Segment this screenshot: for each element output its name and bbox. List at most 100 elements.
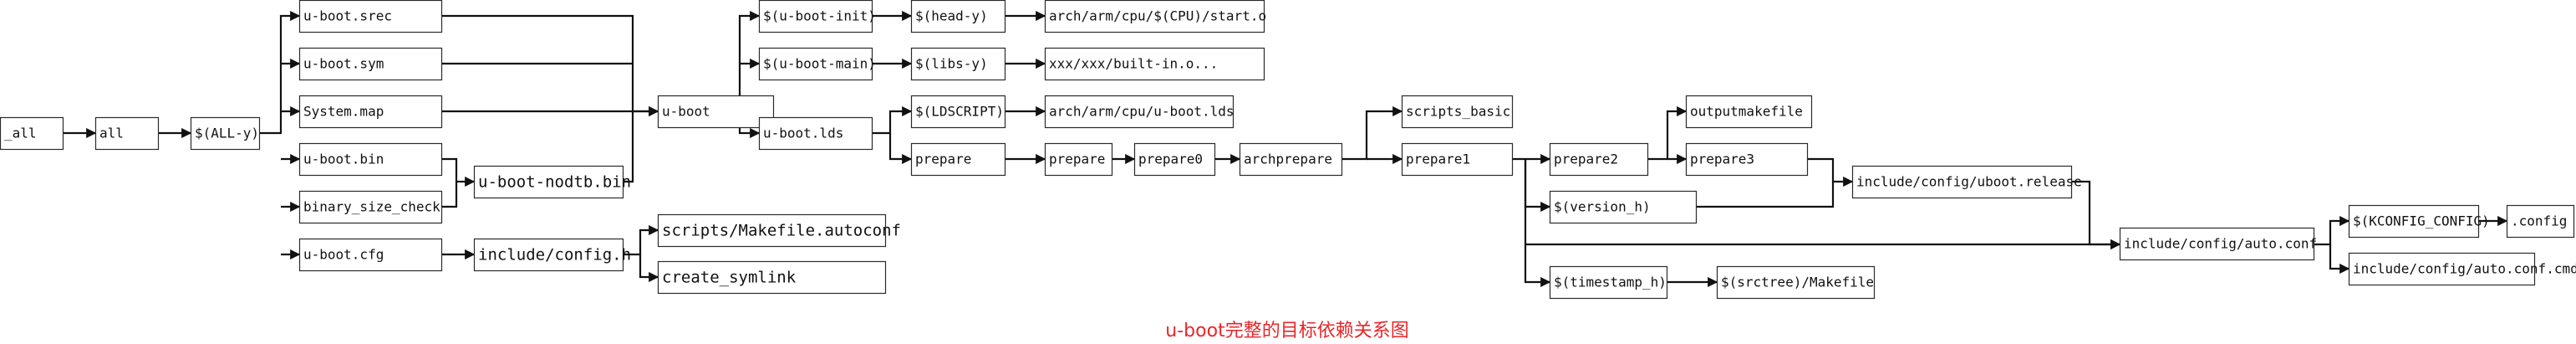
node-box xyxy=(657,213,887,248)
edge-44 xyxy=(2329,244,2350,275)
node-box xyxy=(298,95,443,129)
node-bsc: binary_size_check xyxy=(298,190,443,224)
node-label: outputmakefile xyxy=(1690,104,1803,120)
node-box xyxy=(1716,265,1876,300)
node-label: all xyxy=(99,126,124,141)
node-box xyxy=(190,116,261,151)
node-box xyxy=(758,116,873,151)
node-label: _all xyxy=(4,126,37,141)
edge-24 xyxy=(888,133,913,165)
node-box xyxy=(1549,142,1649,177)
node-starto: arch/arm/cpu/$(CPU)/start.o xyxy=(1044,0,1266,33)
node-box xyxy=(1549,265,1668,300)
node-box xyxy=(2348,252,2536,286)
node-label: binary_size_check xyxy=(303,199,440,215)
node-label: prepare xyxy=(1049,151,1105,167)
node-nodtb: u-boot-nodtb.bin xyxy=(473,165,631,199)
edge-43 xyxy=(2314,215,2350,246)
node-label: include/config.h xyxy=(478,246,631,264)
node-box xyxy=(473,165,624,199)
node-box xyxy=(1401,95,1514,129)
node-builtin: xxx/xxx/built-in.o... xyxy=(1044,47,1265,81)
node-kconfig: $(KCONFIG_CONFIG) xyxy=(2348,204,2490,239)
node-label: $(libs-y) xyxy=(915,56,988,72)
node-label: u-boot.srec xyxy=(303,8,392,24)
node-prepare0: prepare0 xyxy=(1133,142,1216,177)
node-box xyxy=(1044,0,1265,33)
node-label: u-boot.sym xyxy=(303,56,384,72)
node-box xyxy=(2119,227,2315,261)
node-all_: _all xyxy=(0,116,64,151)
node-box xyxy=(0,116,64,151)
node-all: all xyxy=(94,116,160,151)
node-main: $(u-boot-main) xyxy=(758,47,876,81)
node-prepare_b: prepare xyxy=(1044,142,1113,177)
node-sym: u-boot.sym xyxy=(298,47,443,81)
edge-34 xyxy=(1524,159,1551,213)
edge-23 xyxy=(872,105,913,135)
edge-16 xyxy=(639,254,659,283)
node-label: $(u-boot-init) xyxy=(763,8,876,24)
node-label: System.map xyxy=(303,104,384,120)
node-box xyxy=(2348,204,2480,239)
node-autoconf: scripts/Makefile.autoconf xyxy=(657,213,901,248)
node-autoconfcmd: include/config/auto.conf.cmd xyxy=(2348,252,2576,286)
node-uboot: u-boot xyxy=(657,95,775,129)
node-box xyxy=(910,142,1006,177)
node-label: $(timestamp_h) xyxy=(1554,275,1667,290)
node-label: scripts_basic xyxy=(1406,104,1510,120)
node-box xyxy=(1239,142,1343,177)
edge-41 xyxy=(1696,182,1835,208)
node-symlink: create_symlink xyxy=(657,260,887,295)
edge-35 xyxy=(1524,159,1551,288)
node-box xyxy=(910,0,1006,33)
node-box xyxy=(473,238,624,272)
dependency-edges xyxy=(63,10,2508,288)
node-box xyxy=(758,47,873,81)
node-autoconfinc: include/config/auto.conf xyxy=(2119,227,2317,261)
node-box xyxy=(657,260,887,295)
node-timestamph: $(timestamp_h) xyxy=(1549,265,1668,300)
node-box xyxy=(94,116,160,151)
node-label: include/config/auto.conf xyxy=(2124,236,2317,252)
edge-11 xyxy=(623,111,634,183)
node-ally: $(ALL-y) xyxy=(190,116,261,151)
edge-15 xyxy=(623,224,659,256)
node-archlds: arch/arm/cpu/u-boot.lds xyxy=(1044,95,1235,129)
edge-37 xyxy=(1647,105,1688,161)
node-libsy: $(libs-y) xyxy=(910,47,1006,81)
node-label: xxx/xxx/built-in.o... xyxy=(1049,56,1218,72)
node-label: include/config/auto.conf.cmd xyxy=(2353,261,2576,277)
node-label: u-boot.lds xyxy=(763,126,843,141)
node-label: prepare2 xyxy=(1554,151,1618,167)
edge-42 xyxy=(2071,180,2121,250)
node-label: prepare0 xyxy=(1138,151,1203,167)
node-box xyxy=(1685,142,1809,177)
node-box xyxy=(1044,47,1265,81)
node-scriptsbasic: scripts_basic xyxy=(1401,95,1514,129)
node-ldscript: $(LDSCRIPT) xyxy=(910,95,1006,129)
node-srec: u-boot.srec xyxy=(298,0,443,33)
node-box xyxy=(298,238,443,272)
edge-40 xyxy=(1807,157,1854,187)
node-dotconfig: .config xyxy=(2506,204,2575,239)
node-label: $(head-y) xyxy=(915,8,988,24)
diagram-caption: u-boot完整的目标依赖关系图 xyxy=(1165,321,1408,341)
node-box xyxy=(1044,95,1235,129)
node-box xyxy=(657,95,775,129)
node-label: scripts/Makefile.autoconf xyxy=(662,222,901,240)
node-label: $(LDSCRIPT) xyxy=(915,104,1004,120)
node-box xyxy=(298,0,443,33)
node-outputmakefile: outputmakefile xyxy=(1685,95,1813,129)
node-bin: u-boot.bin xyxy=(298,142,443,177)
node-label: $(u-boot-main) xyxy=(763,56,876,72)
node-box xyxy=(298,190,443,224)
node-label: .config xyxy=(2511,213,2567,229)
node-prepare_a: prepare xyxy=(910,142,1006,177)
node-versionh: $(version_h) xyxy=(1549,190,1698,224)
node-label: u-boot-nodtb.bin xyxy=(478,173,631,192)
node-configh: include/config.h xyxy=(473,238,631,272)
node-box xyxy=(1851,165,2073,199)
node-prepare2: prepare2 xyxy=(1549,142,1649,177)
